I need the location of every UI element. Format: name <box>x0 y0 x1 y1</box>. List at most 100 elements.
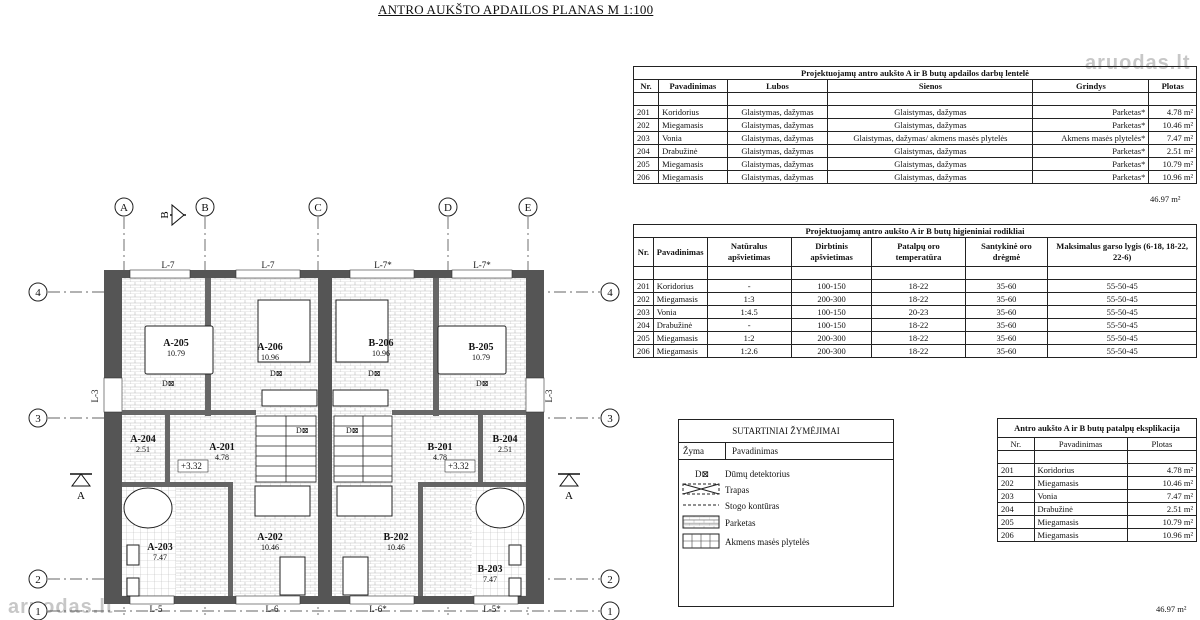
room-id: A-205 <box>163 338 189 349</box>
table-cell: 35-60 <box>964 305 1049 319</box>
table-cell: Miegamasis <box>652 344 708 358</box>
table-cell: 35-60 <box>964 318 1049 332</box>
table-cell: Vonia <box>1033 489 1128 503</box>
table-cell: Miegamasis <box>652 292 708 306</box>
table-cell: Miegamasis <box>1033 528 1128 542</box>
finishes-total: 46.97 m² <box>1150 194 1181 204</box>
table-cell: 35-60 <box>964 279 1049 293</box>
table-cell: 100-150 <box>790 318 873 332</box>
room-id: A-204 <box>130 434 156 445</box>
table-cell: 55-50-45 <box>1047 305 1197 319</box>
legend-title: SUTARTINIAI ŽYMĖJIMAI <box>679 420 893 443</box>
table-cell: Drabužinė <box>1033 502 1128 516</box>
axis-number: 2 <box>607 574 613 586</box>
table-cell: 204 <box>632 144 660 158</box>
level-mark: +3.32 <box>181 461 202 471</box>
table-cell: 1:2.6 <box>706 344 792 358</box>
table-cell: 7.47 m² <box>1126 489 1198 503</box>
column-header: Nr. <box>633 237 654 267</box>
room-area: 10.96 <box>261 353 279 362</box>
table-cell: 200-300 <box>790 331 873 345</box>
windows <box>103 269 545 605</box>
axis-numbers: 4 3 2 1 4 3 2 1 <box>28 282 620 620</box>
table-cell: Glaistymas, dažymas <box>827 170 1034 184</box>
axis-letter: D <box>444 202 452 214</box>
explication-table: Antro aukšto A ir B butų patalpų eksplik… <box>997 418 1198 542</box>
parquet-icon <box>679 514 725 532</box>
table-cell: Miegamasis <box>652 331 708 345</box>
column-header: Nr. <box>997 437 1035 451</box>
table-cell: Glaistymas, dažymas <box>726 157 829 171</box>
axis-letter: C <box>314 202 321 214</box>
table-cell: 4.78 m² <box>1126 463 1198 477</box>
table-cell: 203 <box>633 305 654 319</box>
legend-item-label: Parketas <box>725 518 756 528</box>
table-cell: 202 <box>632 118 660 132</box>
table-cell: 18-22 <box>871 318 966 332</box>
table-cell: 201 <box>633 279 654 293</box>
table-cell: 206 <box>632 170 660 184</box>
table-cell: 55-50-45 <box>1047 279 1197 293</box>
table-cell: Parketas* <box>1032 144 1150 158</box>
table-caption: Antro aukšto A ir B butų patalpų eksplik… <box>997 418 1197 438</box>
table-caption: Projektuojamų antro aukšto A ir B butų a… <box>633 66 1197 80</box>
axis-number: 1 <box>35 606 41 618</box>
table-cell: 202 <box>633 292 654 306</box>
legend-item-label: Akmens masės plytelės <box>725 537 810 547</box>
room-area: 10.96 <box>372 349 390 358</box>
table-cell: Vonia <box>652 305 708 319</box>
stairs-b <box>333 415 393 483</box>
window-label: L-7* <box>473 260 491 270</box>
table-cell: 35-60 <box>964 331 1049 345</box>
table-cell: 205 <box>633 331 654 345</box>
table-cell: 10.79 m² <box>1126 515 1198 529</box>
table-cell: 55-50-45 <box>1047 344 1197 358</box>
roof-outline-icon <box>679 498 725 514</box>
room-id: B-206 <box>369 338 394 349</box>
smoke-detector-icon: D⊠ <box>476 379 488 388</box>
table-cell: Miegamasis <box>658 170 728 184</box>
room-area: 2.51 <box>136 445 150 454</box>
table-cell: Koridorius <box>652 279 708 293</box>
room-area: 7.47 <box>153 553 167 562</box>
legend-item-label: Stogo kontūras <box>725 501 780 511</box>
axis-number: 4 <box>607 287 613 299</box>
table-cell: 4.78 m² <box>1148 105 1197 119</box>
room-id: A-202 <box>257 532 283 543</box>
level-marks: +3.32 +3.32 <box>177 459 476 473</box>
table-cell: 35-60 <box>964 292 1049 306</box>
room-id: B-201 <box>428 442 453 453</box>
column-header: Plotas <box>1126 437 1198 451</box>
table-cell: Parketas* <box>1032 105 1150 119</box>
drawing-title: ANTRO AUKŠTO APDAILOS PLANAS M 1:100 <box>378 2 654 17</box>
legend-col-symbol: Žyma <box>679 443 726 459</box>
room-id: A-203 <box>147 542 173 553</box>
room-id: B-204 <box>493 434 518 445</box>
table-cell: 204 <box>633 318 654 332</box>
smoke-detector-icon: D⊠ <box>162 379 174 388</box>
table-cell: 7.47 m² <box>1148 131 1197 145</box>
room-id: B-202 <box>384 532 409 543</box>
legend-col-name: Pavadinimas <box>732 446 778 456</box>
table-cell: 55-50-45 <box>1047 331 1197 345</box>
window-label: L-3 <box>544 389 554 402</box>
table-cell: 20-23 <box>871 305 966 319</box>
room-area: 10.46 <box>387 543 405 552</box>
table-cell: 206 <box>633 344 654 358</box>
table-cell: Glaistymas, dažymas <box>827 144 1034 158</box>
table-cell: Parketas* <box>1032 170 1150 184</box>
table-cell: Drabužinė <box>652 318 708 332</box>
